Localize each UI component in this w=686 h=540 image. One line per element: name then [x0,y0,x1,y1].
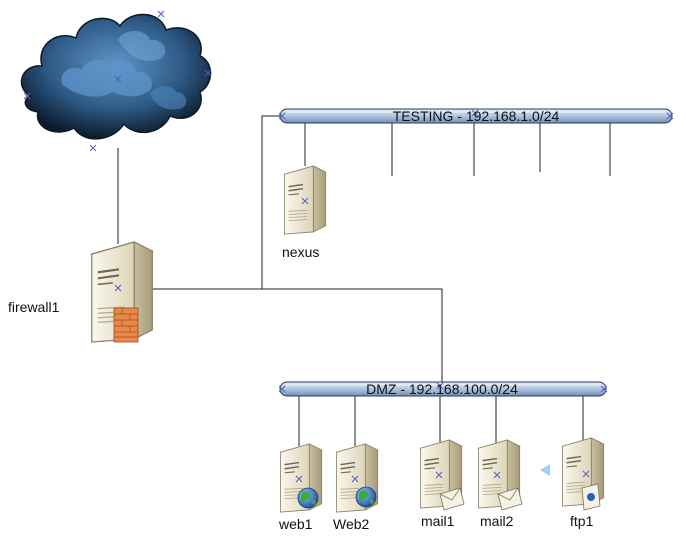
firewall-to-testing-link [150,115,285,290]
nexus-label: nexus [282,244,319,260]
dmz-network-bus[interactable]: DMZ - 192.168.100.0/24 [278,381,608,397]
nexus-server-icon[interactable] [283,165,327,235]
firewall-label: firewall1 [8,299,60,315]
mail1-server-icon[interactable] [419,439,465,511]
internet-cloud-icon[interactable] [20,10,212,152]
connections [117,115,611,446]
envelope-icon [497,487,523,511]
web1-label: web1 [278,516,313,532]
mail2-label: mail2 [480,513,514,529]
envelope-icon [439,487,465,511]
ftp-badge-icon [581,483,601,511]
dmz-network-label: DMZ - 192.168.100.0/24 [366,381,518,397]
firewall-to-dmz-link [262,288,443,384]
testing-network-label: TESTING - 192.168.1.0/24 [393,108,560,124]
ftp1-server-icon[interactable] [561,437,605,511]
web2-label: Web2 [333,516,370,532]
ftp1-label: ftp1 [570,513,594,529]
web1-server-icon[interactable] [279,443,323,513]
web2-server-icon[interactable] [335,443,379,513]
mail1-label: mail1 [421,513,455,529]
firewall-server-icon[interactable] [90,240,154,344]
connection-arrow-icon [540,464,550,476]
testing-network-bus[interactable]: TESTING - 192.168.1.0/24 [278,108,674,124]
brick-wall-icon [113,307,139,343]
mail2-server-icon[interactable] [477,439,523,511]
